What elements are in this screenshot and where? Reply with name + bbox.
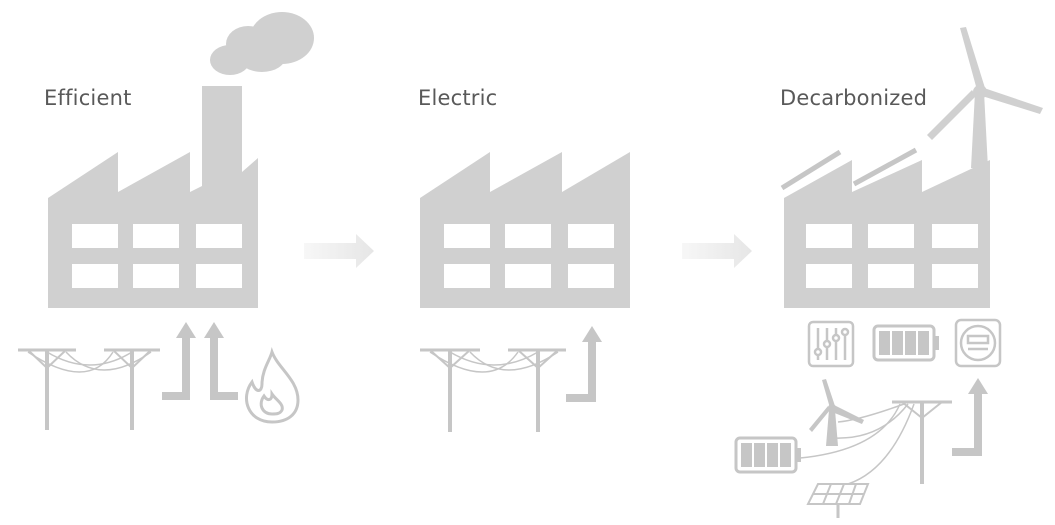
wind-turbine-icon <box>809 379 864 446</box>
power-line-icon <box>420 348 566 432</box>
stage-label-efficient: Efficient <box>44 86 132 110</box>
control-panel-icon <box>807 320 855 368</box>
input-arrow-icon <box>952 378 988 456</box>
arrow-right-icon <box>304 234 374 268</box>
battery-icon <box>734 436 801 474</box>
flame-icon <box>245 346 300 424</box>
stage-decarbonized <box>734 27 1043 518</box>
smart-meter-icon <box>954 318 1002 368</box>
input-arrow-icon <box>566 326 602 402</box>
stage-label-electric: Electric <box>418 86 498 110</box>
input-arrow-icon <box>162 336 238 400</box>
factory-icon <box>784 160 990 308</box>
arrow-right-icon <box>682 234 752 268</box>
smokestack-icon <box>202 86 242 192</box>
stage-electric <box>420 152 630 432</box>
power-line-icon <box>18 348 160 430</box>
factory-icon <box>48 86 258 308</box>
solar-panel-icon <box>780 147 918 191</box>
factory-icon <box>420 152 630 308</box>
power-line-icon <box>799 400 952 485</box>
wind-turbine-icon <box>927 27 1043 168</box>
solar-panel-icon <box>806 483 870 518</box>
smoke-icon <box>210 12 314 75</box>
battery-icon <box>872 324 939 362</box>
stage-efficient <box>18 12 314 430</box>
stage-label-decarbonized: Decarbonized <box>780 86 928 110</box>
